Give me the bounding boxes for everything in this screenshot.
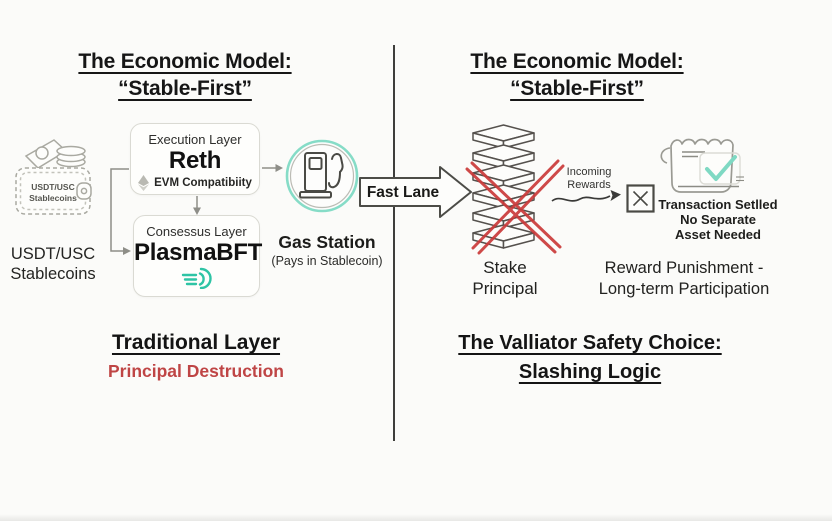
- left-footer-title: Traditional Layer: [111, 331, 281, 354]
- reward-line1: Reward Punishment -: [604, 259, 764, 277]
- right-panel-title: The Economic Model: “Stable-First”: [427, 48, 727, 102]
- source-label-line1: USDT/USC: [10, 245, 96, 263]
- left-panel-title: The Economic Model: “Stable-First”: [35, 48, 335, 102]
- right-title-line1: The Economic Model:: [470, 50, 684, 73]
- execution-layer-label: Execution Layer: [148, 132, 242, 147]
- gas-pump-icon: [299, 152, 344, 199]
- execution-layer-box: Execution Layer Reth EVM Compatibiity: [130, 123, 260, 195]
- red-x-icon: [465, 159, 565, 255]
- check-icon: [705, 155, 737, 181]
- wallet-icon: USDT/USC Stablecoins: [15, 139, 92, 215]
- left-footer-warning: Principal Destruction: [107, 361, 284, 381]
- consensus-layer-name: PlasmaBFT: [134, 239, 263, 266]
- evm-note: EVM Compatibiity: [154, 177, 252, 189]
- wallet-branch-connector: [110, 168, 129, 252]
- execution-layer-name: Reth: [168, 147, 222, 174]
- incoming-line2: Rewards: [567, 178, 611, 191]
- ethereum-icon: [138, 175, 150, 191]
- right-footer-line1: The Valliator Safety Choice:: [458, 332, 722, 354]
- gas-station-sublabel: (Pays in Stablecoin): [271, 254, 383, 268]
- wallet-inner-label-2: Stablecoins: [29, 193, 77, 203]
- stablecoin-source-label: USDT/USC Stablecoins: [0, 244, 106, 284]
- settled-line2: No Separate: [680, 212, 756, 227]
- right-footer-line2: Slashing Logic: [518, 361, 662, 383]
- gas-station-label: Gas Station: [278, 232, 376, 252]
- stake-caption-line2: Principal: [472, 279, 538, 298]
- source-label-line2: Stablecoins: [10, 265, 96, 283]
- settled-line1: Transaction Setlled: [658, 197, 778, 212]
- consensus-layer-label: Consessus Layer: [146, 224, 247, 239]
- incoming-line1: Incoming: [566, 166, 612, 178]
- reward-caption: Reward Punishment - Long-term Participat…: [580, 258, 788, 300]
- consensus-layer-box: Consessus Layer PlasmaBFT: [133, 215, 263, 297]
- right-title-line2: “Stable-First”: [510, 77, 644, 100]
- gas-station-caption: Gas Station (Pays in Stablecoin): [266, 232, 388, 268]
- stake-caption: Stake Principal: [450, 257, 560, 299]
- fast-lane-label: Fast Lane: [367, 184, 440, 201]
- incoming-rewards-label: Incoming Rewards: [556, 166, 622, 191]
- gas-station-badge: [285, 139, 359, 213]
- fast-lane-arrow-icon: Fast Lane: [359, 166, 472, 218]
- coin-stack-icon: [56, 145, 86, 168]
- divider-line: [393, 45, 395, 441]
- reward-line2: Long-term Participation: [598, 280, 770, 298]
- rejected-checkbox-icon: [626, 184, 655, 213]
- left-title-line2: “Stable-First”: [118, 77, 252, 100]
- left-title-line1: The Economic Model:: [78, 50, 292, 73]
- right-footer: The Valliator Safety Choice: Slashing Lo…: [448, 330, 732, 385]
- scan-shadow: [0, 514, 832, 521]
- stake-stack-icon: [465, 124, 565, 255]
- settled-line3: Asset Needed: [675, 227, 761, 242]
- speed-lines-icon: [181, 267, 212, 290]
- settled-caption: Transaction Setlled No Separate Asset Ne…: [650, 197, 786, 242]
- left-footer: Traditional Layer Principal Destruction: [62, 330, 330, 382]
- receipt-icon: [660, 138, 744, 193]
- wallet-inner-label-1: USDT/USC: [31, 182, 74, 192]
- stake-caption-line1: Stake: [483, 258, 527, 277]
